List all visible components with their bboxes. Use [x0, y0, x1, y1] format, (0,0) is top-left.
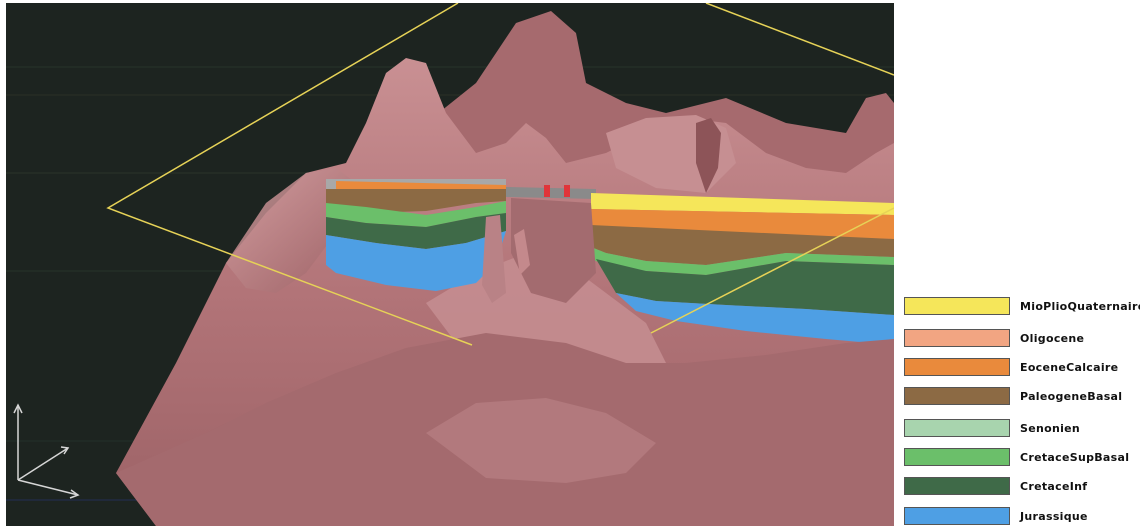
- legend-label: EoceneCalcaire: [1020, 361, 1118, 374]
- legend-swatch: [904, 507, 1010, 525]
- cross-section-slab: [506, 187, 596, 199]
- plane-outline-right: [706, 3, 894, 75]
- legend-label: Oligocene: [1020, 332, 1084, 345]
- axis-gizmo: [14, 405, 78, 498]
- legend-label: Jurassique: [1020, 510, 1088, 523]
- legend-item: CretaceSupBasal: [902, 448, 1138, 468]
- legend-label: CretaceSupBasal: [1020, 451, 1129, 464]
- legend-label: Senonien: [1020, 422, 1080, 435]
- geological-3d-scene[interactable]: [6, 3, 894, 526]
- legend-item: Oligocene: [902, 329, 1138, 349]
- legend-swatch: [904, 329, 1010, 347]
- legend-swatch: [904, 387, 1010, 405]
- legend-swatch: [904, 477, 1010, 495]
- legend-swatch: [904, 419, 1010, 437]
- cross-section-left: [326, 179, 506, 291]
- legend-item: Senonien: [902, 419, 1138, 439]
- legend-label: PaleogeneBasal: [1020, 390, 1122, 403]
- legend-item: EoceneCalcaire: [902, 358, 1138, 378]
- legend-item: MioPlioQuaternaire: [902, 297, 1138, 317]
- legend-swatch: [904, 297, 1010, 315]
- legend-swatch: [904, 358, 1010, 376]
- legend-item: CretaceInf: [902, 477, 1138, 497]
- legend-item: PaleogeneBasal: [902, 387, 1138, 407]
- red-marker-1: [544, 185, 550, 197]
- legend-swatch: [904, 448, 1010, 466]
- legend-label: MioPlioQuaternaire: [1020, 300, 1140, 313]
- red-marker-2: [564, 185, 570, 197]
- 3d-viewport[interactable]: [6, 3, 894, 526]
- legend-label: CretaceInf: [1020, 480, 1087, 493]
- legend-item: Jurassique: [902, 507, 1138, 527]
